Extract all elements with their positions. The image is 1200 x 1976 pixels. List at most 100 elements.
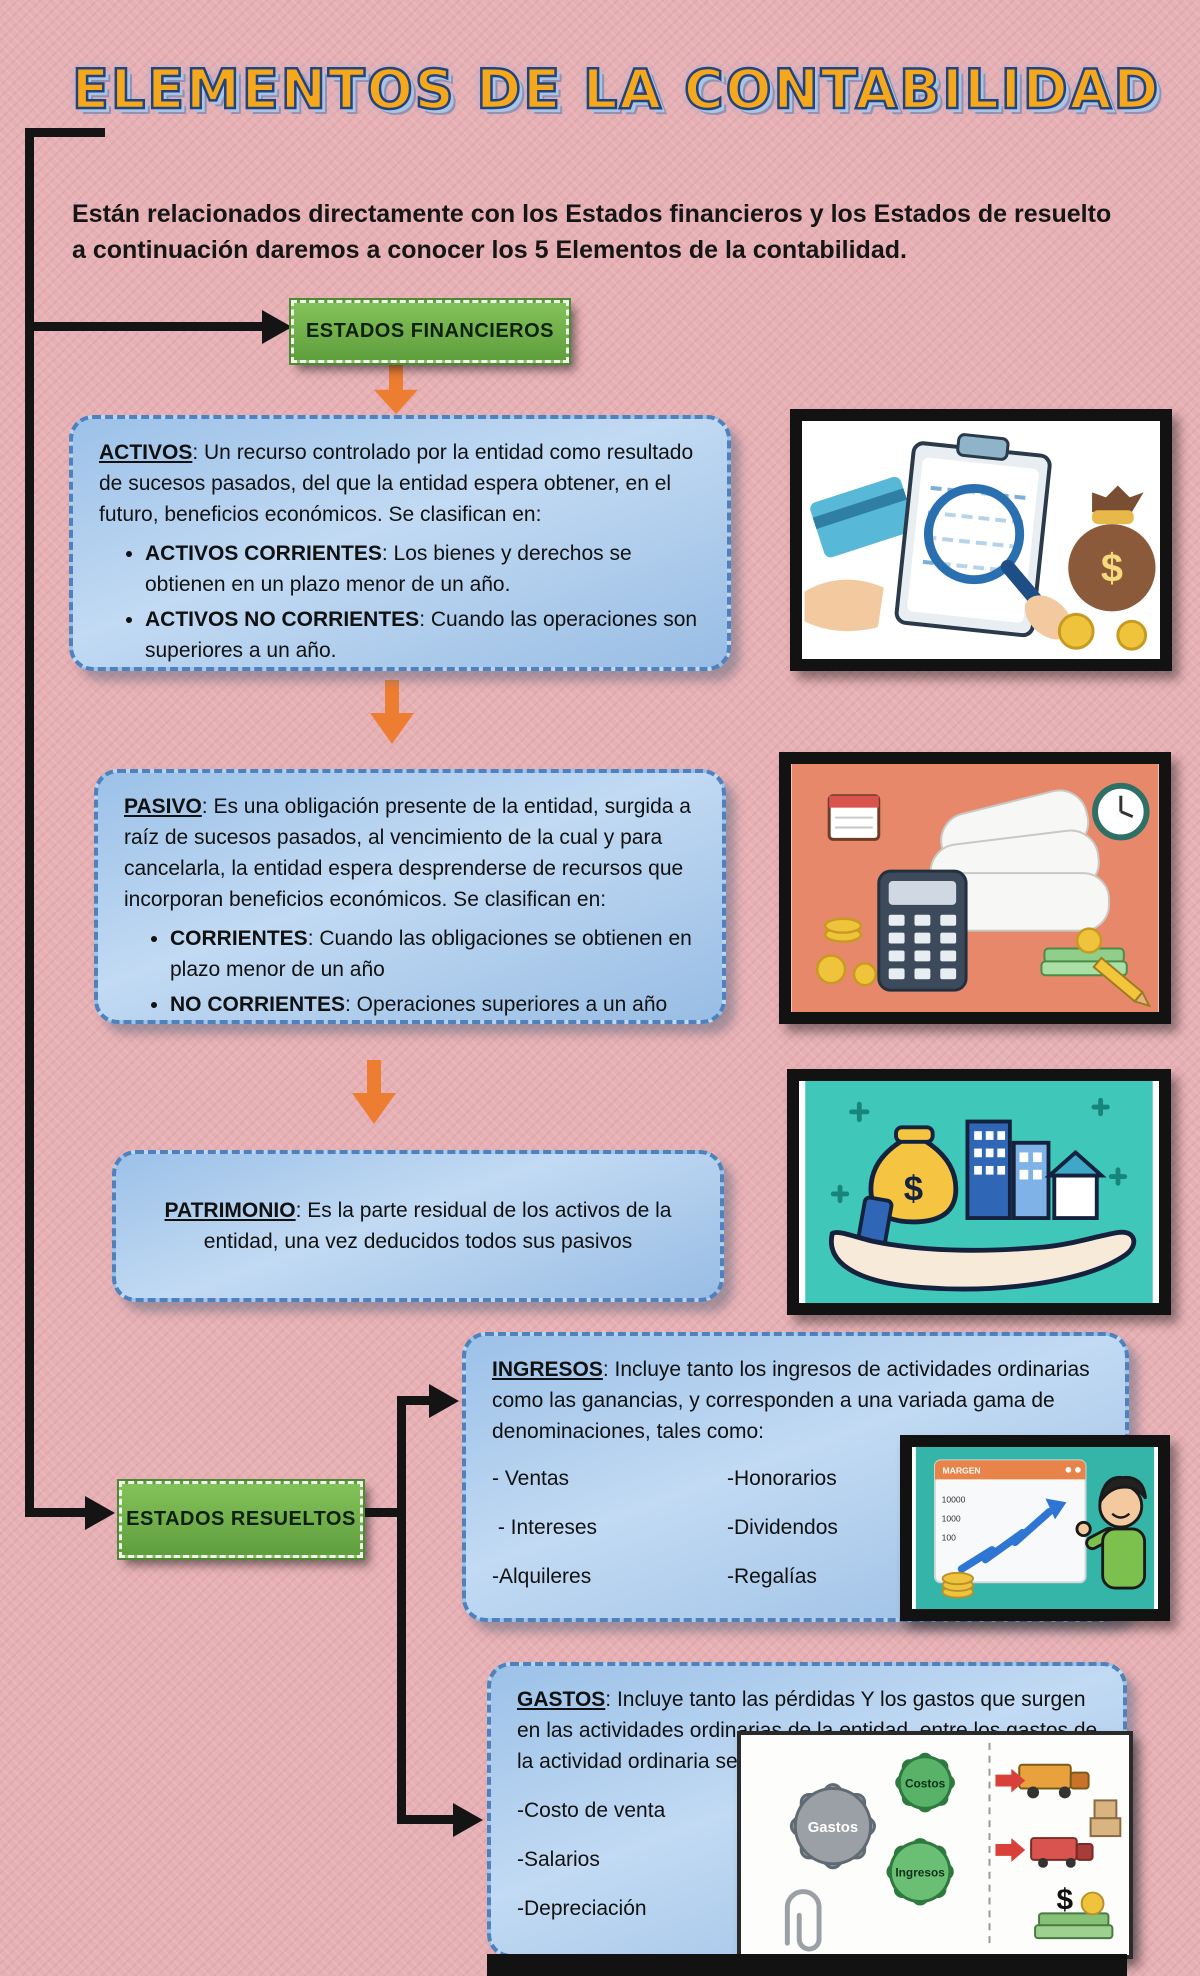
gastos-items: -Costo de venta -Salarios -Depreciación	[517, 1795, 747, 1924]
activos-bullets: ACTIVOS CORRIENTES: Los bienes y derecho…	[99, 538, 701, 666]
credit-card-icon	[810, 476, 915, 558]
page-title: ELEMENTOS DE LA CONTABILIDAD	[71, 57, 1161, 123]
activos-illustration: $	[790, 409, 1172, 671]
arrowhead-gastos-icon	[453, 1803, 483, 1837]
chart-header-label: MARGEN	[943, 1466, 981, 1476]
connector-top-stub	[25, 128, 105, 137]
cropped-frame-edge	[487, 1954, 1127, 1976]
bullet-text: : Operaciones superiores a un año	[345, 993, 668, 1017]
gear-label: Ingresos	[895, 1866, 945, 1880]
patrimonio-term: PATRIMONIO	[164, 1198, 296, 1222]
buildings-icon	[965, 1119, 1107, 1220]
node-estados-financieros: ESTADOS FINANCIEROS	[291, 300, 569, 363]
money-bag-icon: $	[1068, 485, 1156, 612]
gear-label: Costos	[905, 1777, 946, 1791]
card-activos: ACTIVOS: Un recurso controlado por la en…	[69, 415, 731, 671]
activos-definition: ACTIVOS: Un recurso controlado por la en…	[99, 437, 701, 530]
truck-icon	[1030, 1837, 1094, 1868]
card-pasivo: PASIVO: Es una obligación presente de la…	[94, 769, 726, 1024]
truck-icon	[1018, 1763, 1090, 1799]
browser-chart-icon: MARGEN 10000 1000 100	[933, 1459, 1087, 1584]
paper-stack-icon	[924, 789, 1110, 932]
flow-down-arrow-icon	[374, 364, 418, 414]
bracket-top-branch	[397, 1396, 431, 1405]
coins-icon	[816, 917, 878, 987]
cartoon-man-icon	[1075, 1475, 1147, 1590]
gastos-illustration-icon: Gastos Costos Ingresos	[741, 1735, 1129, 1955]
pasivo-term: PASIVO	[124, 795, 202, 818]
bullet-text: : Cuando las operaciones son superiores …	[145, 608, 698, 663]
clock-icon	[1092, 782, 1150, 841]
gastos-item: -Costo de venta	[517, 1799, 666, 1823]
chart-tick-label: 100	[942, 1532, 957, 1542]
patrimonio-def-text: : Es la parte residual de los activos de…	[203, 1198, 672, 1253]
ingresos-item: - Ventas	[492, 1467, 570, 1491]
pencil-icon	[1092, 956, 1152, 1008]
gear-gastos-icon: Gastos	[789, 1783, 876, 1870]
magnifier-icon	[923, 483, 1025, 585]
activos-term: ACTIVOS	[99, 441, 193, 464]
bullet-text: : Los bienes y derechos se obtienen en u…	[145, 542, 632, 597]
bullet-term: ACTIVOS CORRIENTES	[145, 542, 382, 566]
flow-down-arrow-icon	[352, 1060, 396, 1124]
dollar-sign: $	[904, 1171, 923, 1209]
ingresos-illustration-icon: MARGEN 10000 1000 100	[915, 1447, 1155, 1609]
bullet-text: : Cuando las obligaciones se obtienen en…	[170, 927, 692, 982]
gastos-item: -Depreciación	[517, 1897, 647, 1921]
arrowhead-resueltos-icon	[85, 1496, 115, 1530]
intro-text: Están relacionados directamente con los …	[72, 200, 1112, 265]
bullet-item: ACTIVOS CORRIENTES: Los bienes y derecho…	[145, 538, 701, 600]
connector-branch-resueltos	[25, 1508, 87, 1517]
bracket-vertical	[397, 1396, 406, 1824]
calculator-icon	[877, 869, 968, 992]
paperclip-icon	[784, 1889, 822, 1952]
chart-tick-label: 1000	[942, 1513, 961, 1523]
dollar-sign: $	[1101, 547, 1123, 591]
dollar-sign: $	[1057, 1883, 1074, 1916]
bracket-stub	[352, 1508, 406, 1517]
ingresos-items: - Ventas -Honorarios - Intereses -Divide…	[492, 1463, 1099, 1592]
card-patrimonio: PATRIMONIO: Es la parte residual de los …	[112, 1150, 724, 1302]
coins-icon	[941, 1571, 975, 1599]
ingresos-definition: INGRESOS: Incluye tanto los ingresos de …	[492, 1354, 1102, 1447]
gastos-item: -Salarios	[517, 1848, 600, 1872]
ingresos-term: INGRESOS	[492, 1358, 603, 1381]
calendar-icon	[827, 794, 881, 841]
connector-branch-financieros	[25, 322, 263, 331]
gear-costos-icon: Costos	[895, 1752, 955, 1813]
pasivo-illustration	[779, 752, 1171, 1024]
ingresos-item: -Dividendos	[727, 1516, 838, 1540]
arrowhead-ingresos-icon	[429, 1384, 459, 1418]
bullet-term: NO CORRIENTES	[170, 993, 346, 1017]
activos-illustration-icon: $	[802, 421, 1160, 659]
ingresos-def-text: : Incluye tanto los ingresos de activida…	[492, 1358, 1090, 1444]
bullet-term: ACTIVOS NO CORRIENTES	[145, 608, 420, 632]
coins-icon	[1057, 612, 1148, 651]
ingresos-item: - Intereses	[492, 1516, 598, 1540]
patrimonio-illustration-icon: $	[805, 1081, 1153, 1303]
ingresos-item: -Alquileres	[492, 1565, 592, 1589]
bullet-item: ACTIVOS NO CORRIENTES: Cuando las operac…	[145, 604, 701, 666]
node-label: ESTADOS RESUELTOS	[126, 1508, 356, 1530]
connector-vertical-line	[25, 128, 34, 1517]
boxes-icon	[1089, 1799, 1122, 1838]
bracket-bottom-branch	[397, 1815, 455, 1824]
chart-tick-label: 10000	[942, 1494, 966, 1504]
activos-def-text: : Un recurso controlado por la entidad c…	[99, 441, 694, 527]
patrimonio-definition: PATRIMONIO: Es la parte residual de los …	[146, 1195, 690, 1257]
flow-down-arrow-icon	[370, 680, 414, 744]
sparkles-icon	[830, 1097, 1128, 1204]
patrimonio-illustration: $	[787, 1069, 1171, 1315]
red-arrow-icon	[995, 1768, 1026, 1862]
bullet-item: CORRIENTES: Cuando las obligaciones se o…	[170, 923, 696, 985]
node-label: ESTADOS FINANCIEROS	[305, 320, 555, 342]
bullet-term: CORRIENTES	[170, 927, 308, 951]
money-stack-icon: $	[1034, 1883, 1114, 1940]
gastos-illustration: Gastos Costos Ingresos	[737, 1731, 1133, 1959]
pasivo-illustration-icon	[791, 764, 1159, 1012]
open-hand-icon	[828, 1229, 1137, 1292]
ingresos-item: -Honorarios	[727, 1467, 837, 1491]
ingresos-illustration: MARGEN 10000 1000 100	[900, 1435, 1170, 1621]
bullet-item: NO CORRIENTES: Operaciones superiores a …	[170, 989, 696, 1020]
